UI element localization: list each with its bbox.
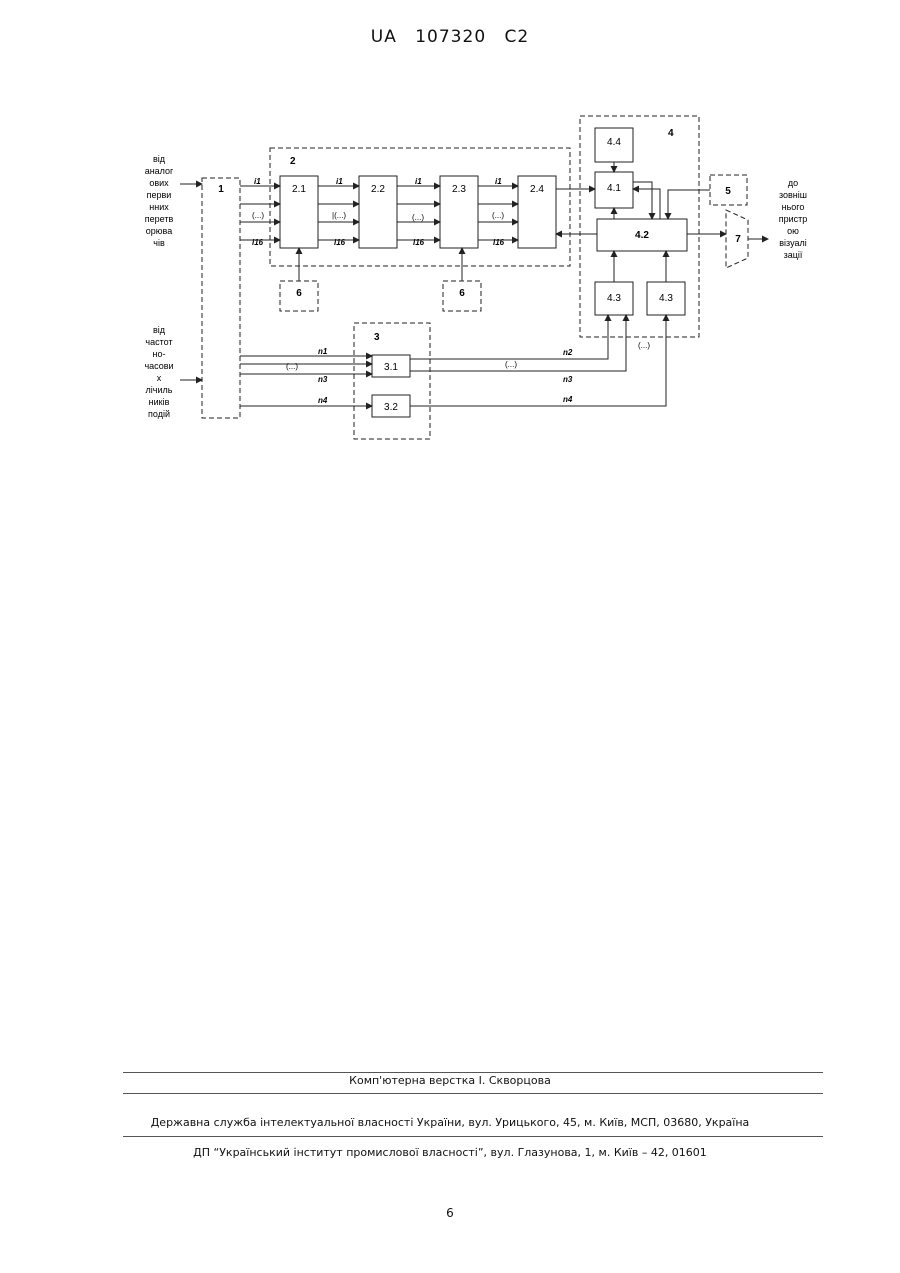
group-4-outline [580,116,699,337]
signal-label-n3: n3 [318,375,328,384]
block-3-2-label: 3.2 [384,402,398,413]
block-4-3-right-label: 4.3 [659,293,673,304]
patent-office: UA [371,27,397,47]
output-line: зації [784,250,803,260]
group-2-number: 2 [290,156,296,167]
group-3-outline [354,323,430,439]
footer-agency: Державна служба інтелектуальної власност… [0,1116,900,1129]
input-counters-line: но- [153,349,166,359]
signal-label-n2: n2 [563,348,573,357]
signal-dots: (...) [252,211,264,220]
output-text: до зовніш нього пристр ою візуалі зації [779,178,808,260]
output-line: пристр [779,214,808,224]
signal-label-i16: i16 [413,238,425,247]
block-4-3-left-label: 4.3 [607,293,621,304]
input-counters-line: від [153,325,166,335]
input-analog-line: орюва [146,226,172,236]
signal-dots: (...) [286,362,298,371]
signal-label-i1: i1 [495,177,502,186]
signal-dots: |(...) [332,211,346,220]
patent-number: 107320 [415,27,486,47]
input-analog-line: від [153,154,166,164]
input-analog-line: перви [147,190,172,200]
input-analog-line: аналог [145,166,174,176]
input-analog-line: нних [149,202,169,212]
patent-header: UA 107320 C2 [0,27,900,47]
input-analog-line: ових [149,178,169,188]
block-4-2-label: 4.2 [635,230,649,241]
block-7-label: 7 [735,234,741,245]
group-3-number: 3 [374,332,380,343]
output-line: візуалі [779,238,806,248]
input-analog-text: від аналог ових перви нних перетв орюва … [145,154,174,248]
input-counters-line: лічиль [146,385,173,395]
footer-institute: ДП “Український інститут промислової вла… [0,1146,900,1159]
output-line: до [788,178,798,188]
input-counters-line: частот [145,337,172,347]
input-counters-line: подій [148,409,170,419]
block-4-1-label: 4.1 [607,183,621,194]
signal-dots: (...) [412,213,424,222]
footer-layout: Комп'ютерна верстка І. Скворцова [0,1074,900,1087]
input-counters-text: від частот но- часови х лічиль ників под… [144,325,173,419]
block-3-1-label: 3.1 [384,362,398,373]
output-line: зовніш [779,190,807,200]
signal-label-n4: n4 [563,395,573,404]
signal-label-n3: n3 [563,375,573,384]
signal-label-n1: n1 [318,347,328,356]
signal-dots: (...) [505,360,517,369]
output-line: нього [782,202,805,212]
block-1 [202,178,240,418]
block-2-2-label: 2.2 [371,184,385,195]
signal-label-n4: n4 [318,396,328,405]
signal-label-i1: i1 [336,177,343,186]
footer-divider [123,1136,823,1137]
block-2-4-label: 2.4 [530,184,544,195]
block-diagram: 2 3 4 1 2.1 2.2 2.3 2.4 6 6 3.1 3.2 4.4 … [140,112,820,447]
block-4-4-label: 4.4 [607,137,621,148]
signal-label-i16: i16 [493,238,505,247]
patent-kind: C2 [505,27,530,47]
input-counters-line: часови [144,361,173,371]
signal-label-i1: i1 [415,177,422,186]
signal-dots: (...) [638,341,650,350]
input-counters-line: х [157,373,162,383]
block-5-label: 5 [725,186,731,197]
block-2-1-label: 2.1 [292,184,306,195]
block-6-right-label: 6 [459,288,465,299]
block-1-label: 1 [218,184,224,195]
footer-divider [123,1093,823,1094]
group-4-number: 4 [668,128,674,139]
page-number: 6 [0,1206,900,1220]
footer-divider [123,1072,823,1073]
signal-dots: (...) [492,211,504,220]
input-analog-line: перетв [145,214,174,224]
signal-label-i16: i16 [334,238,346,247]
output-line: ою [787,226,799,236]
signal-label-i16: i16 [252,238,264,247]
signal-label-i1: i1 [254,177,261,186]
input-analog-line: чів [153,238,165,248]
block-6-left-label: 6 [296,288,302,299]
block-2-3-label: 2.3 [452,184,466,195]
input-counters-line: ників [149,397,170,407]
